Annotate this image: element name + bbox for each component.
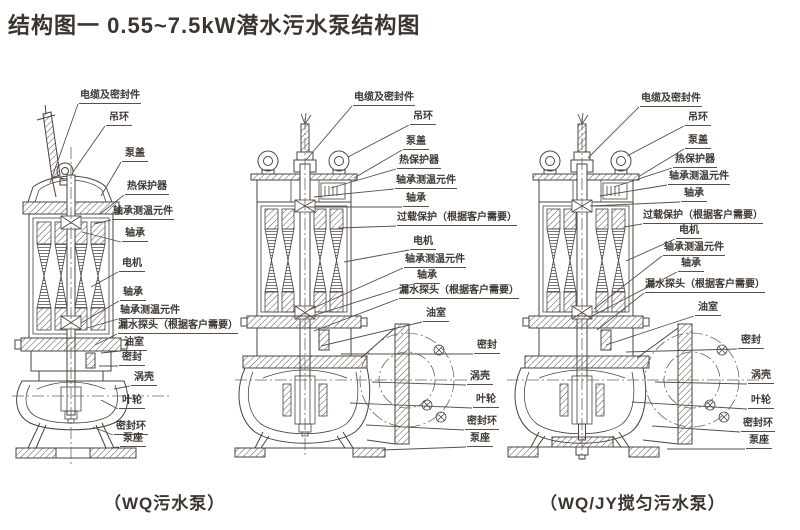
page-title: 结构图一 0.55~7.5kW潜水污水泵结构图 — [8, 13, 421, 38]
part-label: 电缆及密封件 — [79, 90, 141, 104]
wq-pump-flanged-drawing — [234, 112, 478, 458]
center-lines — [507, 118, 763, 460]
center-lines — [12, 147, 172, 465]
pump-base — [234, 431, 386, 458]
flange-bolts — [704, 344, 730, 423]
flange-bolts — [421, 344, 447, 423]
wqjy-pump-drawing — [507, 112, 763, 460]
discharge-flange — [360, 323, 410, 445]
caption-wq-pump: （WQ污水泵） — [104, 494, 226, 513]
wq-pump-drawing — [12, 105, 172, 465]
impeller — [538, 369, 626, 425]
caption-wqjy-pump: （WQ/JY搅匀污水泵） — [540, 494, 726, 513]
pump-base — [15, 422, 137, 459]
part-label: 电缆及密封件 — [353, 92, 415, 106]
cable-gland — [36, 105, 61, 198]
agitator — [551, 423, 614, 460]
thermal-protector — [602, 182, 628, 200]
thermal-protector — [320, 182, 346, 200]
part-label: 电缆及密封件 — [640, 93, 702, 107]
pump-base — [507, 431, 660, 458]
